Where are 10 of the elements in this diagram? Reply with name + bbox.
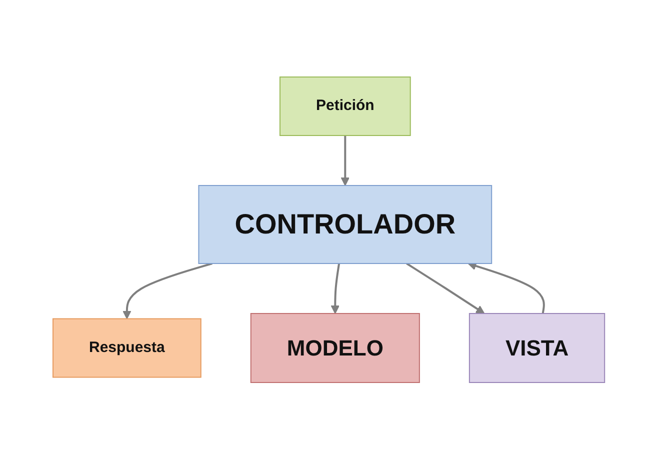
arrow	[340, 136, 350, 186]
arrow	[122, 262, 213, 320]
node-box: MODELO	[250, 313, 420, 384]
node-box: CONTROLADOR	[198, 185, 492, 264]
arrow	[468, 262, 546, 314]
arrow	[406, 262, 485, 314]
node-box: Respuesta	[52, 318, 202, 378]
node-box: VISTA	[469, 313, 606, 384]
node-box: Petición	[280, 76, 412, 136]
arrow	[330, 264, 340, 314]
